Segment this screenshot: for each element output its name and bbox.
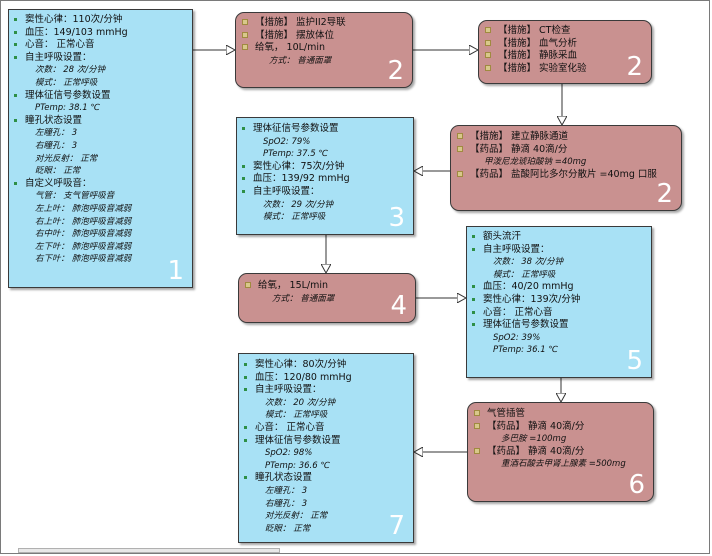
node-item: 理体征信号参数设置 xyxy=(9,90,192,103)
node-item: 【措施】 血气分析 xyxy=(482,38,651,51)
node-subitem: 方式： 普通面罩 xyxy=(272,293,335,304)
node-item: 自定义呼吸音： xyxy=(9,178,192,191)
node-subitem: SpO2: 98% xyxy=(265,448,313,459)
node-number: 1 xyxy=(167,256,184,286)
node-item: 给氧， 10L/min xyxy=(239,42,412,55)
state-node-5[interactable]: 额头流汗自主呼吸设置：次数： 38 次/分钟模式： 正常呼吸血压：40/20 m… xyxy=(466,226,652,378)
node-item: 自主呼吸设置： xyxy=(239,384,413,397)
node-subitem: PTemp: 36.6 ℃ xyxy=(265,460,330,471)
node-subitem: 多巴胺 =100mg xyxy=(501,434,567,445)
node-subitem: 模式： 正常呼吸 xyxy=(493,269,556,280)
node-item: 【措施】 监护II2导联 xyxy=(239,17,412,30)
node-number: 5 xyxy=(626,346,643,376)
node-item: 【药品】 静滴 40滴/分 xyxy=(454,144,681,157)
node-item: 血压：139/92 mmHg xyxy=(237,173,413,186)
node-item: 心音： 正常心音 xyxy=(239,422,413,435)
node-item: 气管插管 xyxy=(471,408,653,421)
node-subitem: 眨眼： 正常 xyxy=(265,523,311,534)
action-node-6[interactable]: 气管插管【药品】 静滴 40滴/分多巴胺 =100mg【药品】 静滴 40滴/分… xyxy=(467,402,654,502)
node-subitem: 眨眼： 正常 xyxy=(35,166,81,177)
node-item: 【措施】 摆放体位 xyxy=(239,30,412,43)
node-item: 心音： 正常心音 xyxy=(9,39,192,52)
node-subitem: 甲泼尼龙琥珀酸钠 =40mg xyxy=(484,157,587,168)
node-subitem: 模式： 正常呼吸 xyxy=(35,77,98,88)
node-subitem: 模式： 正常呼吸 xyxy=(263,212,326,223)
node-item: 【药品】 静滴 40滴/分 xyxy=(471,421,653,434)
node-item: 【措施】 静脉采血 xyxy=(482,50,651,63)
node-item: 【措施】 CT检查 xyxy=(482,25,651,38)
node-item: 【药品】 盐酸阿比多尔分散片 =40mg 口服 xyxy=(454,169,681,182)
node-subitem: 重酒石酸去甲肾上腺素 =500mg xyxy=(501,459,626,470)
node-item: 瞳孔状态设置 xyxy=(9,115,192,128)
node-item: 窦性心律：139次/分钟 xyxy=(467,294,651,307)
node-subitem: 左瞳孔： 3 xyxy=(265,485,308,496)
node-subitem: 左瞳孔： 3 xyxy=(35,128,78,139)
node-subitem: PTemp: 38.1 ℃ xyxy=(35,103,100,114)
node-item: 血压：120/80 mmHg xyxy=(239,372,413,385)
node-number: 3 xyxy=(388,203,405,233)
node-item: 【措施】 建立静脉通道 xyxy=(454,131,681,144)
node-item: 血压：149/103 mmHg xyxy=(9,27,192,40)
node-subitem: 模式： 正常呼吸 xyxy=(265,410,328,421)
node-item: 窦性心律：75次/分钟 xyxy=(237,161,413,174)
node-subitem: 方式： 普通面罩 xyxy=(269,55,332,66)
node-item: 心音： 正常心音 xyxy=(467,307,651,320)
node-number: 2 xyxy=(387,56,404,86)
node-item: 自主呼吸设置： xyxy=(467,244,651,257)
node-subitem: 左下叶： 肺泡呼吸音减弱 xyxy=(35,241,132,252)
node-number: 2 xyxy=(656,179,673,209)
node-subitem: PTemp: 36.1 ℃ xyxy=(493,345,558,356)
node-item: 血压：40/20 mmHg xyxy=(467,281,651,294)
node-subitem: 右上叶： 肺泡呼吸音减弱 xyxy=(35,216,132,227)
node-item: 瞳孔状态设置 xyxy=(239,472,413,485)
node-subitem: 次数： 29 次/分钟 xyxy=(263,199,334,210)
node-number: 6 xyxy=(628,470,645,500)
node-item: 额头流汗 xyxy=(467,231,651,244)
node-subitem: 右下叶： 肺泡呼吸音减弱 xyxy=(35,254,132,265)
node-subitem: 左上叶： 肺泡呼吸音减弱 xyxy=(35,203,132,214)
node-subitem: SpO2: 39% xyxy=(493,332,541,343)
node-subitem: 右瞳孔： 3 xyxy=(35,140,78,151)
node-item: 理体征信号参数设置 xyxy=(237,123,413,136)
node-subitem: 对光反射： 正常 xyxy=(265,511,328,522)
node-item: 自主呼吸设置： xyxy=(9,52,192,65)
node-subitem: PTemp: 37.5 ℃ xyxy=(263,149,328,160)
action-node-2c[interactable]: 【措施】 建立静脉通道【药品】 静滴 40滴/分甲泼尼龙琥珀酸钠 =40mg【药… xyxy=(450,125,682,211)
node-subitem: SpO2: 79% xyxy=(263,136,311,147)
node-item: 自主呼吸设置： xyxy=(237,186,413,199)
node-subitem: 右瞳孔： 3 xyxy=(265,498,308,509)
node-item: 窦性心律：80次/分钟 xyxy=(239,359,413,372)
node-item: 理体征信号参数设置 xyxy=(239,435,413,448)
action-node-2b[interactable]: 【措施】 CT检查【措施】 血气分析【措施】 静脉采血【措施】 实验室化验 2 xyxy=(478,20,652,84)
node-subitem: 次数： 20 次/分钟 xyxy=(265,397,336,408)
node-subitem: 右中叶： 肺泡呼吸音减弱 xyxy=(35,229,132,240)
node-number: 4 xyxy=(390,291,407,321)
node-subitem: 气管： 支气管呼吸音 xyxy=(35,191,115,202)
node-subitem: 次数： 38 次/分钟 xyxy=(493,257,564,268)
node-subitem: 对光反射： 正常 xyxy=(35,153,98,164)
node-number: 2 xyxy=(626,52,643,82)
node-item: 【措施】 实验室化验 xyxy=(482,63,651,76)
node-subitem: 次数： 28 次/分钟 xyxy=(35,65,106,76)
node-item: 【药品】 静滴 40滴/分 xyxy=(471,446,653,459)
node-item: 窦性心律：110次/分钟 xyxy=(9,14,192,27)
node-number: 7 xyxy=(388,511,405,541)
node-item: 理体征信号参数设置 xyxy=(467,319,651,332)
horizontal-scrollbar[interactable] xyxy=(18,548,280,553)
node-item: 给氧， 15L/min xyxy=(242,280,415,293)
